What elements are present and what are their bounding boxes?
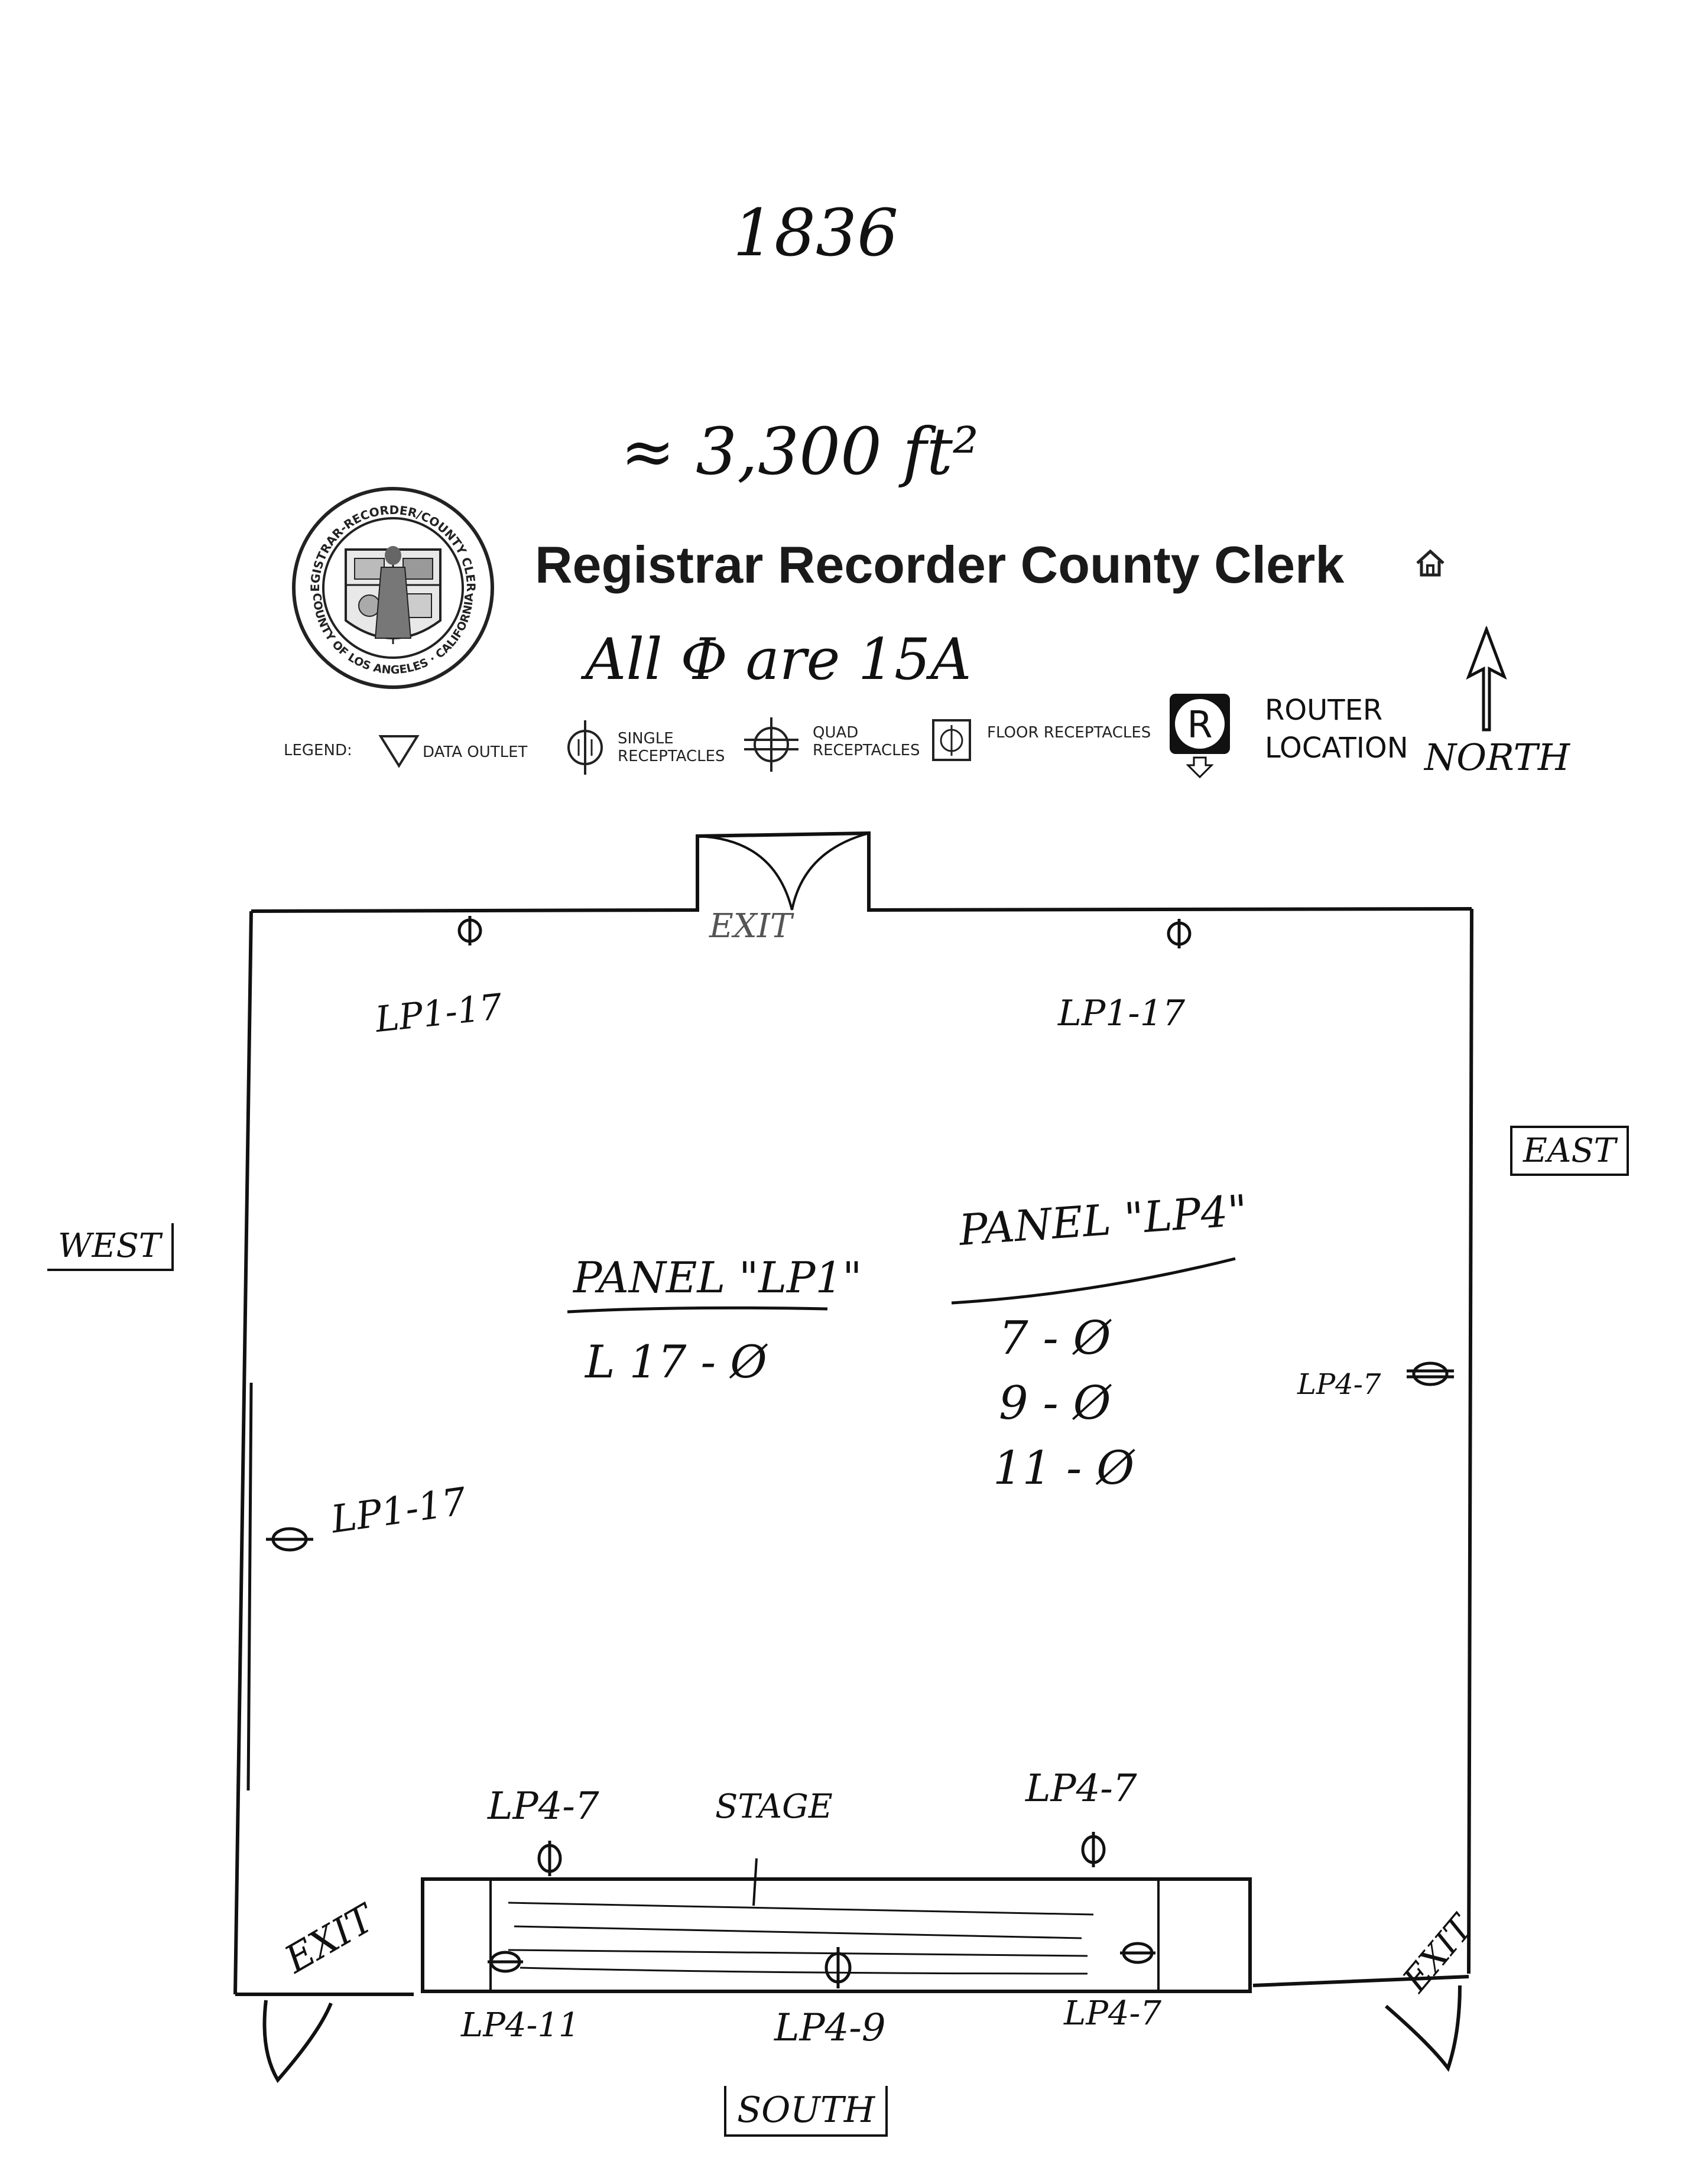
single-receptacle-stage-bottom-left — [488, 1951, 523, 1973]
area-note: ≈ 3,300 ft² — [621, 414, 979, 489]
outlet-label-stage-right-top: LP4-7 — [1025, 1767, 1137, 1811]
single-receptacle-stage-bottom-right — [1120, 1942, 1155, 1964]
single-receptacle-north-right — [1167, 919, 1192, 948]
single-receptacle-north-left — [457, 916, 482, 945]
single-receptacle-icon — [564, 718, 606, 777]
single-receptacle-stage-left-top — [537, 1841, 562, 1876]
data-outlet-icon — [378, 733, 420, 768]
outlet-label-stage-bottom-center: LP4-9 — [774, 2006, 886, 2050]
direction-east: EAST — [1510, 1126, 1629, 1176]
single-receptacle-stage-bottom-center — [824, 1947, 852, 1988]
exit-label-north: EXIT — [709, 907, 793, 945]
direction-south: SOUTH — [724, 2086, 888, 2137]
single-receptacle-east — [1407, 1361, 1454, 1386]
floor-receptacle-icon — [931, 718, 972, 762]
router-icon: R — [1167, 691, 1232, 780]
outlet-label-north-right: LP1-17 — [1058, 993, 1186, 1034]
outlet-label-stage-bottom-right: LP4-7 — [1064, 1994, 1162, 2033]
legend-label: LEGEND: — [284, 742, 352, 759]
stage-label: STAGE — [715, 1788, 833, 1826]
page-number: 1836 — [733, 195, 898, 271]
panel-lp4-row: 11 - Ø — [993, 1442, 1135, 1495]
legend-data-outlet: DATA OUTLET — [423, 743, 528, 761]
legend-floor: FLOOR RECEPTACLES — [987, 724, 1151, 742]
single-receptacle-stage-right-top — [1081, 1832, 1106, 1867]
router-symbol: R — [1187, 703, 1212, 746]
panel-lp1-title: PANEL "LP1" — [573, 1253, 862, 1302]
single-receptacle-west — [266, 1527, 313, 1552]
outlet-label-east: LP4-7 — [1297, 1368, 1381, 1401]
circuit-note: All Ф are 15A — [585, 626, 972, 693]
page-title: Registrar Recorder County Clerk — [535, 535, 1345, 594]
outlet-label-stage-bottom-left: LP4-11 — [461, 2006, 580, 2045]
outlet-label-stage-left-top: LP4-7 — [488, 1785, 599, 1828]
county-seal-icon: REGISTRAR-RECORDER/COUNTY CLERK COUNTY O… — [285, 473, 496, 691]
panel-lp4-row: 7 - Ø — [999, 1312, 1111, 1365]
panel-lp4-row: 9 - Ø — [999, 1377, 1111, 1430]
home-icon — [1413, 547, 1448, 579]
quad-receptacle-icon — [742, 715, 801, 774]
direction-west: WEST — [47, 1223, 174, 1271]
north-arrow-icon — [1460, 625, 1513, 733]
panel-lp1-row: L 17 - Ø — [585, 1335, 767, 1388]
north-label: NORTH — [1424, 736, 1570, 779]
